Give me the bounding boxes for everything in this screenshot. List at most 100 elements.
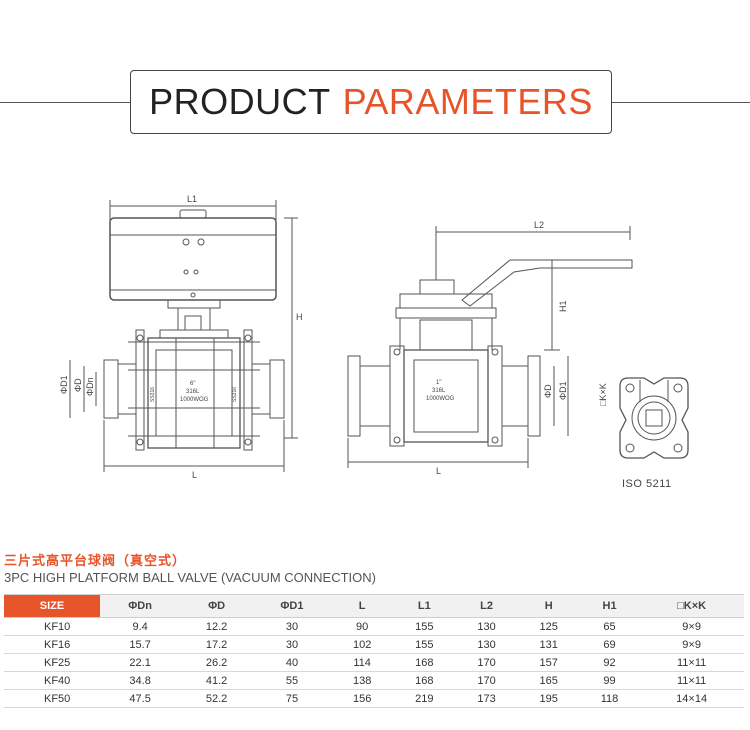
cell-l2: 130 bbox=[455, 635, 518, 654]
cell-d: 41.2 bbox=[180, 671, 253, 690]
valve-body-left bbox=[147, 337, 241, 449]
cell-dn: 22.1 bbox=[100, 653, 181, 672]
cell-size: KF50 bbox=[4, 689, 100, 708]
cell-d1: 75 bbox=[252, 689, 332, 708]
cell-d: 17.2 bbox=[180, 635, 253, 654]
cell-kxk: 9×9 bbox=[639, 635, 744, 654]
dim-label-H1: H1 bbox=[558, 300, 568, 312]
cell-h1: 69 bbox=[579, 635, 640, 654]
body-mark-size-right: 1" bbox=[436, 380, 441, 386]
cell-l2: 130 bbox=[455, 617, 518, 636]
dim-label-L1: L1 bbox=[187, 194, 197, 204]
title-word-product: PRODUCT bbox=[149, 81, 331, 122]
page-title: PRODUCT PARAMETERS bbox=[130, 70, 612, 134]
cell-l1: 155 bbox=[393, 635, 456, 654]
cell-size: KF16 bbox=[4, 635, 100, 654]
section-title-cn: 三片式高平台球阀（真空式） bbox=[4, 553, 187, 568]
cell-dn: 34.8 bbox=[100, 671, 181, 690]
cell-h: 131 bbox=[517, 635, 580, 654]
side-mark-left: SS316 bbox=[150, 387, 156, 402]
iso-standard-label: ISO 5211 bbox=[622, 478, 672, 490]
body-mark-material: 316L bbox=[186, 389, 200, 395]
col-header-l2: L2 bbox=[455, 594, 518, 618]
cell-kxk: 9×9 bbox=[639, 617, 744, 636]
cell-d1: 30 bbox=[252, 635, 332, 654]
cell-l2: 173 bbox=[455, 689, 518, 708]
table-row: KF40 34.8 41.2 55 138 168 170 165 99 11×… bbox=[4, 671, 744, 690]
cell-dn: 15.7 bbox=[100, 635, 181, 654]
dim-label-D1-left: ΦD1 bbox=[59, 375, 69, 394]
cell-kxk: 14×14 bbox=[639, 689, 744, 708]
cell-dn: 9.4 bbox=[100, 617, 181, 636]
col-header-dn: ΦDn bbox=[100, 594, 181, 618]
cell-d: 52.2 bbox=[180, 689, 253, 708]
title-rule-right bbox=[612, 102, 750, 103]
cell-d1: 30 bbox=[252, 617, 332, 636]
cell-size: KF10 bbox=[4, 617, 100, 636]
cell-l: 102 bbox=[331, 635, 394, 654]
cell-h1: 92 bbox=[579, 653, 640, 672]
cell-h1: 118 bbox=[579, 689, 640, 708]
cell-size: KF40 bbox=[4, 671, 100, 690]
col-header-l: L bbox=[331, 594, 394, 618]
dim-label-L-left: L bbox=[192, 470, 197, 480]
cell-h: 165 bbox=[517, 671, 580, 690]
cell-d: 26.2 bbox=[180, 653, 253, 672]
cell-l1: 155 bbox=[393, 617, 456, 636]
cell-h1: 65 bbox=[579, 617, 640, 636]
dim-label-D1-right: ΦD1 bbox=[558, 381, 568, 400]
dim-label-L-right: L bbox=[436, 466, 441, 476]
title-word-parameters: PARAMETERS bbox=[342, 81, 593, 122]
col-header-l1: L1 bbox=[393, 594, 456, 618]
body-mark-pressure-right: 1000WOG bbox=[426, 396, 455, 402]
valve-handle bbox=[461, 259, 633, 307]
cell-kxk: 11×11 bbox=[639, 653, 744, 672]
table-row: KF50 47.5 52.2 75 156 219 173 195 118 14… bbox=[4, 689, 744, 708]
cell-l: 90 bbox=[331, 617, 394, 636]
dim-label-KxK: □K×K bbox=[598, 383, 608, 406]
cell-l2: 170 bbox=[455, 671, 518, 690]
section-title-en: 3PC HIGH PLATFORM BALL VALVE (VACUUM CON… bbox=[4, 570, 376, 585]
parameters-table: SIZE ΦDn ΦD ΦD1 L L1 L2 H H1 □K×K KF10 9… bbox=[4, 594, 744, 708]
col-header-d: ΦD bbox=[180, 594, 253, 618]
dim-label-Dn-left: ΦDn bbox=[85, 377, 95, 396]
side-mark-right: SS316 bbox=[232, 387, 238, 402]
cell-d1: 55 bbox=[252, 671, 332, 690]
cell-l1: 219 bbox=[393, 689, 456, 708]
cell-l: 114 bbox=[331, 653, 394, 672]
dim-label-H: H bbox=[296, 312, 303, 322]
cell-h: 195 bbox=[517, 689, 580, 708]
dim-label-D-right: ΦD bbox=[543, 384, 553, 398]
cell-h1: 99 bbox=[579, 671, 640, 690]
col-header-h1: H1 bbox=[579, 594, 640, 618]
title-rule-left bbox=[0, 102, 130, 103]
cell-l: 156 bbox=[331, 689, 394, 708]
technical-drawing: L1 H L ΦD1 ΦD ΦDn 6" 316L 1000WOG SS316 … bbox=[59, 194, 689, 480]
cell-d: 12.2 bbox=[180, 617, 253, 636]
cell-dn: 47.5 bbox=[100, 689, 181, 708]
col-header-d1: ΦD1 bbox=[252, 594, 332, 618]
body-mark-size: 6" bbox=[190, 381, 195, 387]
dim-label-L2: L2 bbox=[534, 220, 544, 230]
cell-l1: 168 bbox=[393, 653, 456, 672]
body-mark-pressure: 1000WOG bbox=[180, 397, 209, 403]
cell-size: KF25 bbox=[4, 653, 100, 672]
cell-l: 138 bbox=[331, 671, 394, 690]
actuator-body bbox=[109, 217, 277, 301]
cell-l1: 168 bbox=[393, 671, 456, 690]
cell-h: 125 bbox=[517, 617, 580, 636]
table-row: KF25 22.1 26.2 40 114 168 170 157 92 11×… bbox=[4, 653, 744, 672]
col-header-size: SIZE bbox=[4, 594, 100, 618]
iso-mounting-pad bbox=[619, 377, 689, 459]
cell-d1: 40 bbox=[252, 653, 332, 672]
cell-kxk: 11×11 bbox=[639, 671, 744, 690]
col-header-kxk: □K×K bbox=[639, 594, 744, 618]
body-mark-material-right: 316L bbox=[432, 388, 446, 394]
cell-l2: 170 bbox=[455, 653, 518, 672]
dim-label-D-left: ΦD bbox=[73, 378, 83, 392]
col-header-h: H bbox=[517, 594, 580, 618]
table-row: KF16 15.7 17.2 30 102 155 130 131 69 9×9 bbox=[4, 635, 744, 654]
cell-h: 157 bbox=[517, 653, 580, 672]
table-row: KF10 9.4 12.2 30 90 155 130 125 65 9×9 bbox=[4, 617, 744, 636]
table-header-row: SIZE ΦDn ΦD ΦD1 L L1 L2 H H1 □K×K bbox=[4, 594, 744, 618]
